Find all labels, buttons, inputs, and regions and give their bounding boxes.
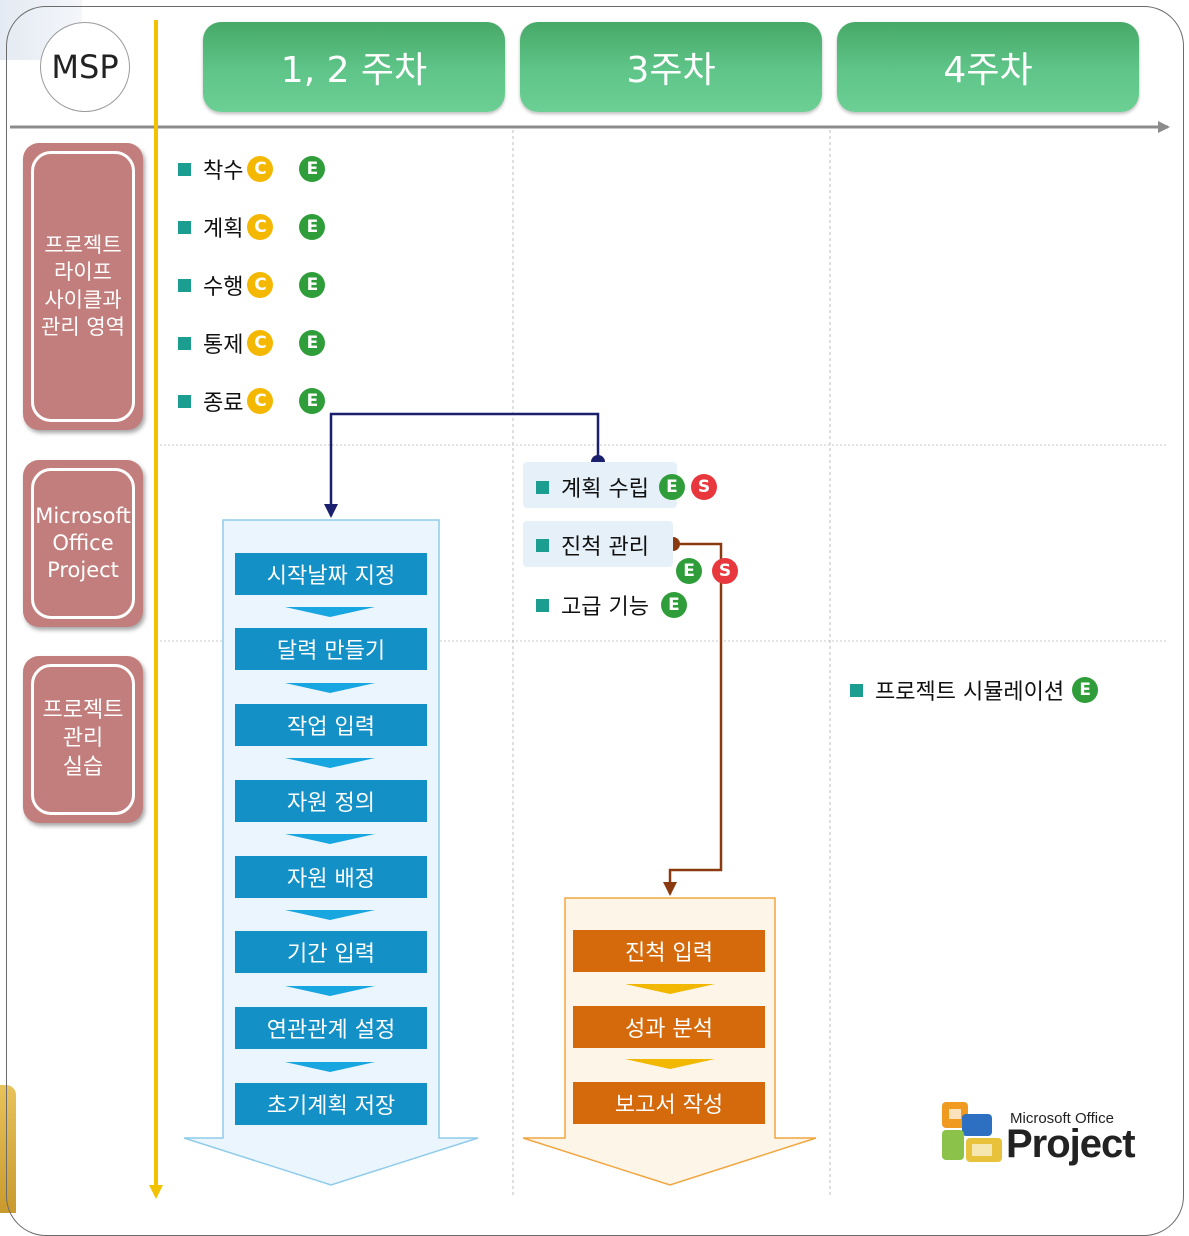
ms-project-logo: Microsoft Office Project [940, 1100, 1140, 1170]
badge-c-icon: C [247, 330, 274, 356]
badge-e-icon: E [676, 558, 702, 584]
badge-e-icon: E [299, 156, 326, 182]
list-item: 종료 C E [178, 384, 326, 418]
badge-e-icon: E [299, 214, 326, 240]
connector-plan [324, 412, 600, 518]
badge-e-icon: E [658, 474, 685, 500]
list-item-label: 고급 기능 [561, 595, 649, 620]
badge-s-icon: S [690, 474, 717, 500]
list-item: 진척 관리 [536, 530, 649, 560]
lifecycle-list: 착수 C E 계획 C E 수행 C E 통제 C E 종료 C E [178, 152, 326, 418]
list-item: 착수 C E [178, 152, 326, 186]
bullet-icon [178, 278, 191, 292]
week-header-1-2: 1, 2 주차 [203, 22, 505, 112]
track-step: 보고서 작성 [573, 1082, 765, 1124]
badge-group: E S [676, 557, 738, 585]
plan-step: 시작날짜 지정 [235, 553, 427, 595]
logo-line2: Project [1006, 1122, 1136, 1166]
row-label-text: 프로젝트 관리 실습 [31, 664, 135, 815]
list-item-label: 프로젝트 시뮬레이션 [875, 680, 1065, 705]
track-step: 성과 분석 [573, 1006, 765, 1048]
badge-e-icon: E [660, 592, 687, 618]
plan-step: 자원 정의 [235, 780, 427, 822]
plan-step: 초기계획 저장 [235, 1083, 427, 1125]
plan-step: 연관관계 설정 [235, 1007, 427, 1049]
list-item: 통제 C E [178, 326, 326, 360]
track-step: 진척 입력 [573, 930, 765, 972]
plan-step-separators [285, 607, 375, 1072]
list-item-label: 수행 [203, 275, 244, 300]
msp-circle-label: MSP [40, 22, 130, 112]
list-item-label: 계획 수립 [561, 477, 649, 502]
plan-step: 자원 배정 [235, 856, 427, 898]
bullet-icon [178, 336, 191, 350]
badge-e-icon: E [1072, 677, 1099, 703]
list-item-label: 진척 관리 [561, 535, 649, 560]
row-label-msp: Microsoft Office Project [23, 460, 143, 627]
bullet-icon [178, 162, 191, 176]
badge-c-icon: C [247, 388, 274, 414]
list-item-label: 종료 [203, 391, 244, 416]
track-step-separators [625, 984, 715, 1069]
list-item: 계획 C E [178, 210, 326, 244]
bullet-icon [178, 394, 191, 408]
row-label-lifecycle: 프로젝트 라이프 사이클과 관리 영역 [23, 143, 143, 430]
badge-c-icon: C [247, 214, 274, 240]
bullet-icon [178, 220, 191, 234]
list-item: 수행 C E [178, 268, 326, 302]
list-item: 계획 수립 E S [536, 472, 717, 502]
connector-track [663, 542, 723, 896]
badge-e-icon: E [299, 272, 326, 298]
badge-c-icon: C [247, 272, 274, 298]
badge-c-icon: C [247, 156, 274, 182]
list-item-label: 계획 [203, 217, 244, 242]
bullet-icon [850, 683, 863, 697]
plan-step: 달력 만들기 [235, 628, 427, 670]
side-decoration [0, 1085, 16, 1213]
badge-e-icon: E [299, 388, 326, 414]
bullet-icon [536, 480, 549, 494]
badge-e-icon: E [299, 330, 326, 356]
week-header-4: 4주차 [837, 22, 1139, 112]
row-label-text: 프로젝트 라이프 사이클과 관리 영역 [31, 151, 135, 422]
bullet-icon [536, 598, 549, 612]
row-label-text: Microsoft Office Project [31, 468, 135, 619]
badge-s-icon: S [712, 558, 738, 584]
row-label-practice: 프로젝트 관리 실습 [23, 656, 143, 823]
logo-line1: Microsoft Office [1010, 1110, 1114, 1127]
bullet-icon [536, 538, 549, 552]
plan-step: 기간 입력 [235, 931, 427, 973]
list-item: 고급 기능 E [536, 590, 687, 620]
list-item: 프로젝트 시뮬레이션 E [850, 675, 1099, 705]
ms-office-logo-icon [942, 1102, 1002, 1162]
list-item-label: 착수 [203, 159, 244, 184]
plan-step: 작업 입력 [235, 704, 427, 746]
list-item-label: 통제 [203, 333, 244, 358]
week-header-3: 3주차 [520, 22, 822, 112]
